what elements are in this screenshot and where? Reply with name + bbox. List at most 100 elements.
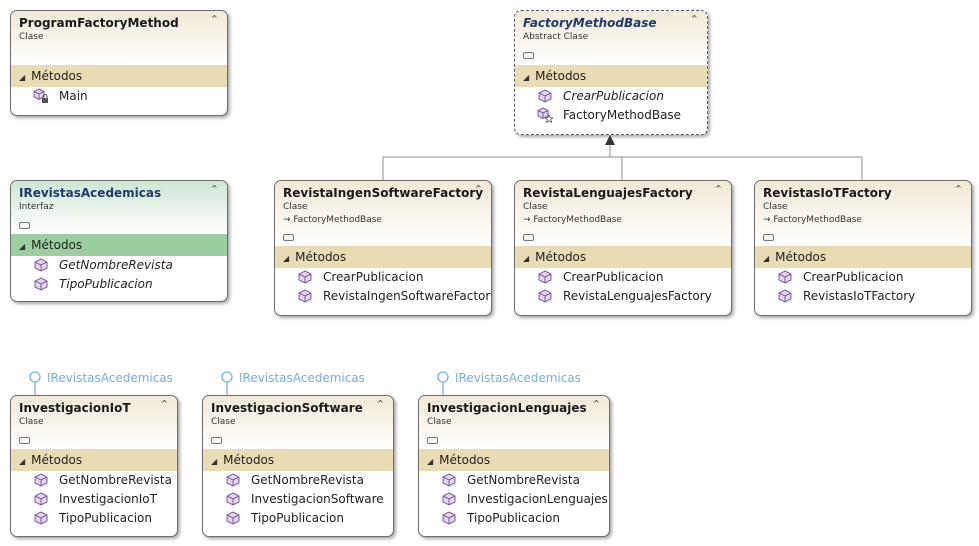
class-box-investigacioniot[interactable]: InvestigacionIoT Clase ⌃ ◢Métodos GetNom… <box>10 395 178 537</box>
class-header: FactoryMethodBase Abstract Clase ⌃ <box>515 11 707 65</box>
member-name: GetNombreRevista <box>251 473 364 487</box>
member-name: InvestigacionSoftware <box>251 492 384 506</box>
class-box-factorymethodbase[interactable]: FactoryMethodBase Abstract Clase ⌃ ◢ Méto… <box>514 10 708 135</box>
methods-section-header[interactable]: ◢ Métodos <box>515 65 707 87</box>
class-header: InvestigacionIoT Clase ⌃ <box>11 396 177 449</box>
member-name: GetNombreRevista <box>467 473 580 487</box>
class-box-investigacionsoftware[interactable]: InvestigacionSoftware Clase ⌃ ◢Métodos G… <box>202 395 394 537</box>
member-getnombrerevista[interactable]: GetNombreRevista <box>419 471 609 490</box>
class-box-revistasiotfactory[interactable]: RevistasIoTFactory Clase → FactoryMethod… <box>754 180 972 316</box>
method-icon <box>442 491 456 506</box>
lollipop-label: IRevistasAcedemicas <box>239 371 365 385</box>
method-icon <box>442 472 456 487</box>
interface-box-irevistasacedemicas[interactable]: IRevistasAcedemicas Interfaz ⌃ ◢Métodos … <box>10 180 228 302</box>
expand-triangle-icon: ◢ <box>763 254 770 263</box>
member-tipopublicacion[interactable]: TipoPublicacion <box>419 509 609 528</box>
class-header: RevistaLenguajesFactory Clase → FactoryM… <box>515 181 731 246</box>
method-icon <box>34 472 48 487</box>
class-name: InvestigacionIoT <box>19 401 131 415</box>
class-box-revistalenguajesfactory[interactable]: RevistaLenguajesFactory Clase → FactoryM… <box>514 180 732 316</box>
base-class-name: FactoryMethodBase <box>533 215 622 225</box>
static-method-icon <box>33 87 48 103</box>
collapse-chevron-icon[interactable]: ⌃ <box>375 398 385 411</box>
method-icon <box>538 88 552 103</box>
methods-section-header[interactable]: ◢Métodos <box>203 449 393 471</box>
member-constructor[interactable]: InvestigacionSoftware <box>203 490 393 509</box>
class-glyph-icon <box>211 437 222 444</box>
member-constructor[interactable]: RevistaLenguajesFactory <box>515 287 731 306</box>
member-factorymethodbase[interactable]: FactoryMethodBase <box>515 106 707 125</box>
method-icon <box>778 269 792 284</box>
member-name: GetNombreRevista <box>59 473 172 487</box>
member-getnombrerevista[interactable]: GetNombreRevista <box>203 471 393 490</box>
methods-section-header[interactable]: ◢Métodos <box>11 449 177 471</box>
collapse-chevron-icon[interactable]: ⌃ <box>953 183 963 196</box>
member-name: RevistaLenguajesFactory <box>563 289 712 303</box>
member-getnombrerevista[interactable]: GetNombreRevista <box>11 256 227 275</box>
method-icon <box>298 288 312 303</box>
methods-section-header[interactable]: ◢Métodos <box>275 246 491 268</box>
class-kind: Interfaz <box>19 202 54 212</box>
class-name: IRevistasAcedemicas <box>19 186 162 200</box>
class-box-revistaingensoftwarefactory[interactable]: RevistaIngenSoftwareFactory Clase → Fact… <box>274 180 492 316</box>
collapse-chevron-icon[interactable]: ⌃ <box>591 398 601 411</box>
member-name: RevistaIngenSoftwareFactory <box>323 289 492 303</box>
class-name: RevistasIoTFactory <box>763 186 892 200</box>
member-constructor[interactable]: InvestigacionLenguajes <box>419 490 609 509</box>
class-box-investigacionlenguajes[interactable]: InvestigacionLenguajes Clase ⌃ ◢Métodos … <box>418 395 610 537</box>
class-glyph-icon <box>523 234 534 241</box>
member-crearpublicacion[interactable]: CrearPublicacion <box>275 268 491 287</box>
member-tipopublicacion[interactable]: TipoPublicacion <box>203 509 393 528</box>
section-label: Métodos <box>31 238 83 252</box>
member-name: TipoPublicacion <box>467 511 560 525</box>
member-constructor[interactable]: RevistaIngenSoftwareFactory <box>275 287 491 306</box>
methods-section-header[interactable]: ◢Métodos <box>419 449 609 471</box>
base-class-name: FactoryMethodBase <box>773 215 862 225</box>
class-name: RevistaLenguajesFactory <box>523 186 693 200</box>
base-class-ref: → FactoryMethodBase <box>523 214 731 226</box>
member-name: TipoPublicacion <box>59 277 153 291</box>
expand-triangle-icon: ◢ <box>523 73 530 82</box>
collapse-chevron-icon[interactable]: ⌃ <box>159 398 169 411</box>
class-name: InvestigacionLenguajes <box>427 401 587 415</box>
collapse-chevron-icon[interactable]: ⌃ <box>209 183 219 196</box>
methods-section-header[interactable]: ◢Métodos <box>11 234 227 256</box>
section-label: Métodos <box>535 69 587 83</box>
member-tipopublicacion[interactable]: TipoPublicacion <box>11 509 177 528</box>
member-tipopublicacion[interactable]: TipoPublicacion <box>11 275 227 294</box>
method-icon <box>538 288 552 303</box>
member-crearpublicacion[interactable]: CrearPublicacion <box>755 268 971 287</box>
protected-method-icon <box>537 106 553 123</box>
class-kind: Clase <box>19 32 44 42</box>
expand-triangle-icon: ◢ <box>211 457 218 466</box>
collapse-chevron-icon[interactable]: ⌃ <box>473 183 483 196</box>
base-class-ref: → FactoryMethodBase <box>763 214 971 226</box>
member-crearpublicacion[interactable]: CrearPublicacion <box>515 87 707 106</box>
member-name: TipoPublicacion <box>251 511 344 525</box>
class-box-programfactorymethod[interactable]: ProgramFactoryMethod Clase ⌃ ◢Métodos Ma… <box>10 10 228 116</box>
class-header: InvestigacionLenguajes Clase ⌃ <box>419 396 609 449</box>
collapse-chevron-icon[interactable]: ⌃ <box>689 13 699 26</box>
member-name: CrearPublicacion <box>803 270 904 284</box>
member-crearpublicacion[interactable]: CrearPublicacion <box>515 268 731 287</box>
member-name: RevistasIoTFactory <box>803 289 916 303</box>
base-class-name: FactoryMethodBase <box>293 215 382 225</box>
member-getnombrerevista[interactable]: GetNombreRevista <box>11 471 177 490</box>
methods-section-header[interactable]: ◢Métodos <box>515 246 731 268</box>
collapse-chevron-icon[interactable]: ⌃ <box>713 183 723 196</box>
member-name: InvestigacionLenguajes <box>467 492 608 506</box>
class-header: InvestigacionSoftware Clase ⌃ <box>203 396 393 449</box>
member-constructor[interactable]: RevistasIoTFactory <box>755 287 971 306</box>
class-glyph-icon <box>19 437 30 444</box>
methods-section-header[interactable]: ◢Métodos <box>755 246 971 268</box>
inherits-arrow-icon: → <box>523 215 531 225</box>
lollipop-investigacioniot <box>29 371 41 395</box>
collapse-chevron-icon[interactable]: ⌃ <box>209 13 219 26</box>
section-label: Métodos <box>31 69 83 83</box>
class-name: RevistaIngenSoftwareFactory <box>283 186 484 200</box>
class-glyph-icon <box>283 234 294 241</box>
member-main[interactable]: Main <box>11 87 227 106</box>
method-icon <box>34 510 48 525</box>
member-constructor[interactable]: InvestigacionIoT <box>11 490 177 509</box>
methods-section-header[interactable]: ◢Métodos <box>11 65 227 87</box>
